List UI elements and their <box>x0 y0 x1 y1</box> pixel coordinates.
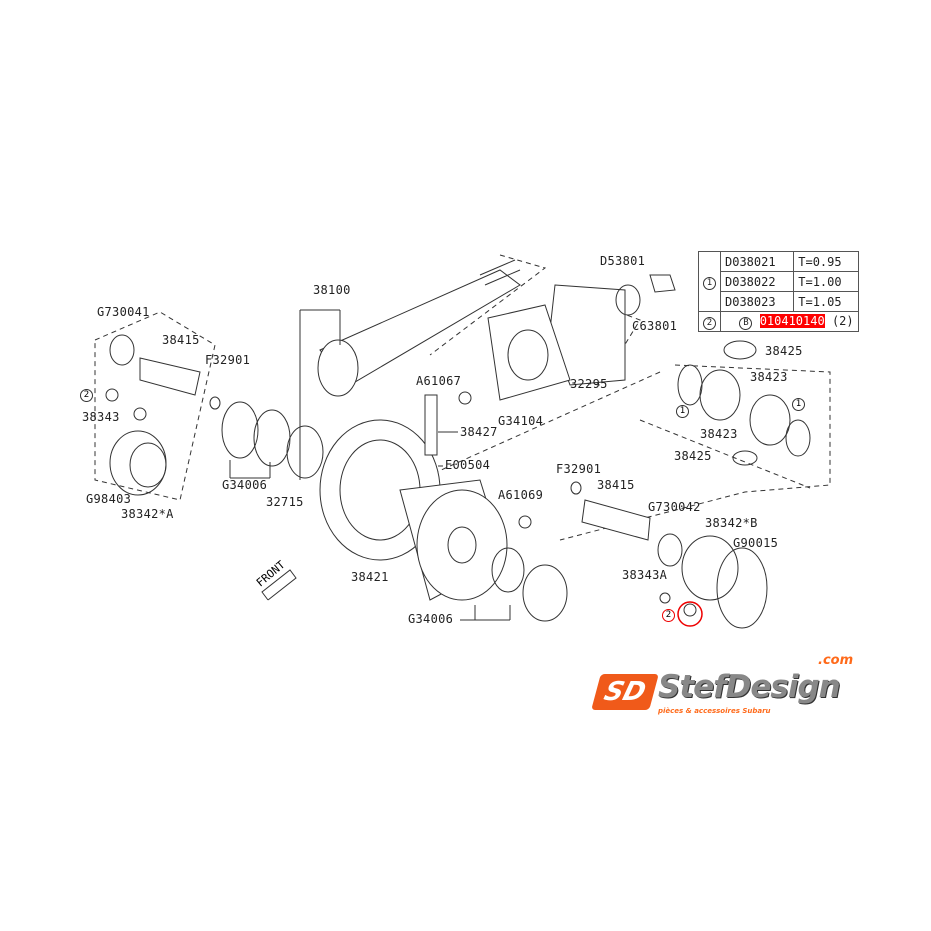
part-label[interactable]: 32295 <box>570 377 608 391</box>
shim-spec-table: 1 D038021 T=0.95 D038022 T=1.00 D038023 … <box>698 251 859 332</box>
part-label[interactable]: E00504 <box>445 458 491 472</box>
part-label[interactable]: 38342*B <box>705 516 758 530</box>
part-label[interactable]: A61069 <box>498 488 544 502</box>
part-label[interactable]: G34006 <box>222 478 268 492</box>
part-number: D038023 <box>719 291 795 312</box>
highlighted-part-number[interactable]: 010410140 <box>759 313 825 328</box>
part-label[interactable]: 38423 <box>700 427 738 441</box>
part-label[interactable]: G90015 <box>733 536 779 550</box>
nut <box>649 274 676 293</box>
logo-domain: .com <box>818 653 854 668</box>
part-label[interactable]: 38425 <box>765 344 803 358</box>
part-label[interactable]: 38343A <box>622 568 668 582</box>
highlight-circle <box>677 601 703 627</box>
logo-tagline: pièces & accessoires Subaru <box>658 707 771 715</box>
part-label[interactable]: G98403 <box>86 492 132 506</box>
part-label[interactable]: G34006 <box>408 612 454 626</box>
retainer-left <box>109 430 167 496</box>
group1-cell: 1 <box>698 251 721 312</box>
cover-bore <box>507 329 549 381</box>
part-label[interactable]: 38423 <box>750 370 788 384</box>
bearing-32715 <box>286 425 324 479</box>
part-label[interactable]: 38415 <box>597 478 635 492</box>
front-arrow-icon <box>261 569 297 601</box>
part-label[interactable]: 38427 <box>460 425 498 439</box>
part-label[interactable]: D53801 <box>600 254 646 268</box>
callout-marker: 2 <box>703 316 716 330</box>
part-label[interactable]: 32715 <box>266 495 304 509</box>
axle-shaft-right <box>581 499 651 541</box>
cover-g34104 <box>487 304 571 401</box>
thickness-value: T=0.95 <box>793 251 859 272</box>
part-label[interactable]: 38415 <box>162 333 200 347</box>
table-row: D038022 T=1.00 <box>699 271 859 292</box>
callout-marker: 1 <box>703 276 716 290</box>
table-row: 2 B 010410140 (2) <box>698 311 859 332</box>
bolt-cell: B 010410140 (2) <box>720 311 859 332</box>
callout-marker: 1 <box>676 405 689 418</box>
axle-shaft-left <box>139 357 201 396</box>
sub-marker: B <box>739 316 753 330</box>
oil-seal <box>615 284 641 316</box>
table-row: D038023 T=1.05 <box>699 291 859 312</box>
thickness-value: T=1.05 <box>793 291 859 312</box>
quantity: (2) <box>831 313 854 328</box>
part-number: D038021 <box>719 251 795 272</box>
callout-marker: 1 <box>792 398 805 411</box>
group2-cell: 2 <box>698 311 721 332</box>
part-label[interactable]: 38343 <box>82 410 120 424</box>
leader-lines <box>229 309 511 621</box>
bearing-left <box>221 401 259 459</box>
thickness-value: T=1.00 <box>793 271 859 292</box>
callout-marker: 2 <box>662 609 675 622</box>
part-label[interactable]: F32901 <box>205 353 251 367</box>
table-row: 1 D038021 T=0.95 <box>698 251 859 312</box>
retainer-right <box>681 535 739 601</box>
logo-text: StefDesign <box>658 669 841 705</box>
pinion-shaft-38427 <box>424 394 438 456</box>
part-label[interactable]: 38100 <box>313 283 351 297</box>
part-label[interactable]: A61067 <box>416 374 462 388</box>
part-label[interactable]: G34104 <box>498 414 544 428</box>
part-label[interactable]: G730041 <box>97 305 150 319</box>
o-ring-g90015 <box>716 547 768 629</box>
part-label[interactable]: 38342*A <box>121 507 174 521</box>
logo-mark: SD <box>591 674 659 710</box>
part-label[interactable]: G730042 <box>648 500 701 514</box>
part-number: D038022 <box>719 271 795 292</box>
callout-marker: 2 <box>80 389 93 402</box>
bearing-right <box>491 547 525 593</box>
part-label[interactable]: 38425 <box>674 449 712 463</box>
drive-pinion-shaft <box>317 259 521 397</box>
part-label[interactable]: 38421 <box>351 570 389 584</box>
part-label[interactable]: C63801 <box>632 319 678 333</box>
part-label[interactable]: F32901 <box>556 462 602 476</box>
stefdesign-logo[interactable]: SD StefDesign .com pièces & accessoires … <box>591 654 866 720</box>
oil-seal-left <box>109 334 135 366</box>
